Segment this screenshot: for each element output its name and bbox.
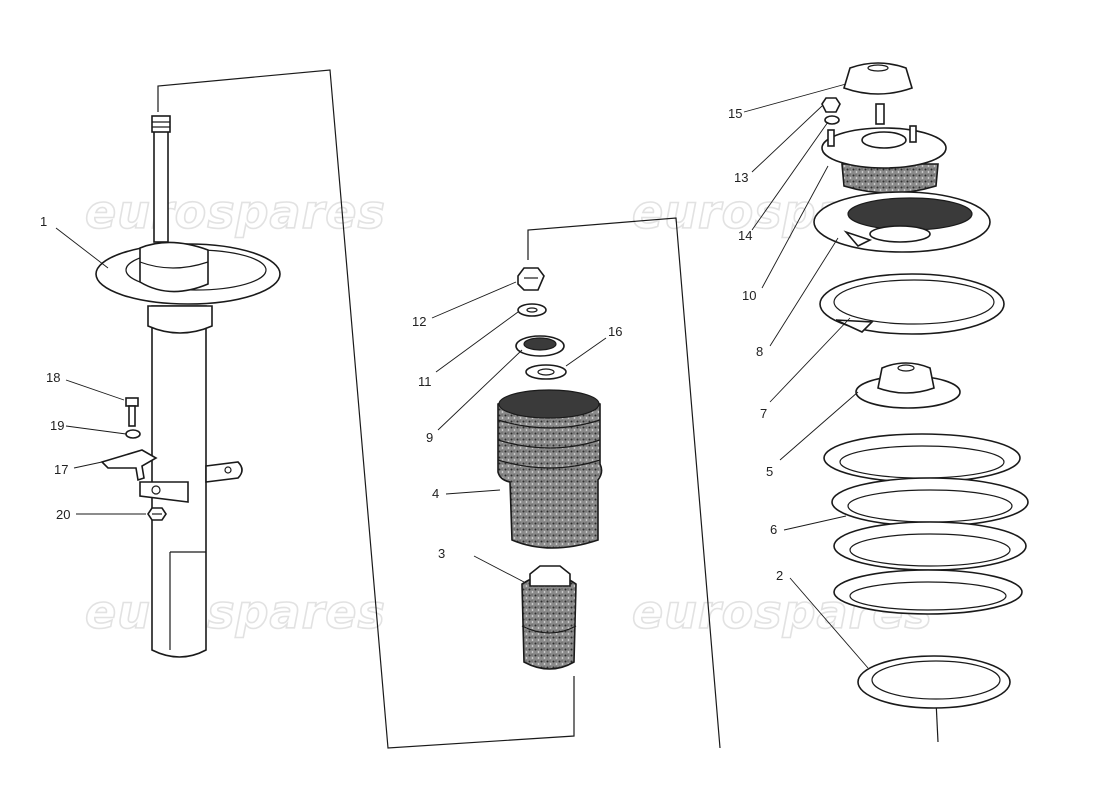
callout-4: 4 (432, 486, 439, 501)
callout-13: 13 (734, 170, 748, 185)
part-2-lower-ring (857, 655, 1011, 709)
callout-20: 20 (56, 507, 70, 522)
callout-9: 9 (426, 430, 433, 445)
part-15-cap (843, 62, 913, 95)
part-3-bump-stop (521, 565, 577, 670)
leader-lines (55, 83, 869, 669)
callout-16: 16 (608, 324, 622, 339)
part-16-washer (525, 364, 567, 380)
callout-5: 5 (766, 464, 773, 479)
part-18-bolt (125, 397, 139, 427)
part-17-clip (100, 449, 158, 482)
part-20-nut (147, 507, 167, 521)
callout-3: 3 (438, 546, 445, 561)
part-12-nut (517, 267, 545, 291)
part-9-cup (515, 335, 565, 357)
callout-12: 12 (412, 314, 426, 329)
callout-6: 6 (770, 522, 777, 537)
shock-absorber-strut (95, 115, 281, 658)
callout-19: 19 (50, 418, 64, 433)
callout-2: 2 (776, 568, 783, 583)
callout-labels: 1 2 3 4 5 6 7 8 9 10 11 12 13 14 15 16 1… (40, 106, 783, 583)
callout-7: 7 (760, 406, 767, 421)
callout-17: 17 (54, 462, 68, 477)
callout-18: 18 (46, 370, 60, 385)
part-8-upper-spring-seat (813, 191, 991, 253)
callout-15: 15 (728, 106, 742, 121)
part-14-washer (824, 115, 840, 125)
callout-1: 1 (40, 214, 47, 229)
part-6-coil-spring (823, 433, 1029, 615)
part-7-rubber-ring (819, 273, 1005, 335)
part-10-top-mount (821, 103, 947, 194)
part-5-seat (855, 362, 961, 409)
callout-14: 14 (738, 228, 752, 243)
callout-8: 8 (756, 344, 763, 359)
part-13-nut (821, 97, 841, 113)
part-4-dust-boot (497, 389, 603, 549)
part-11-washer (517, 303, 547, 317)
callout-11: 11 (418, 374, 432, 389)
watermark-bottom-left: eurospares (85, 585, 386, 639)
part-19-washer (125, 429, 141, 439)
watermark-top-left: eurospares (85, 185, 386, 239)
callout-10: 10 (742, 288, 756, 303)
